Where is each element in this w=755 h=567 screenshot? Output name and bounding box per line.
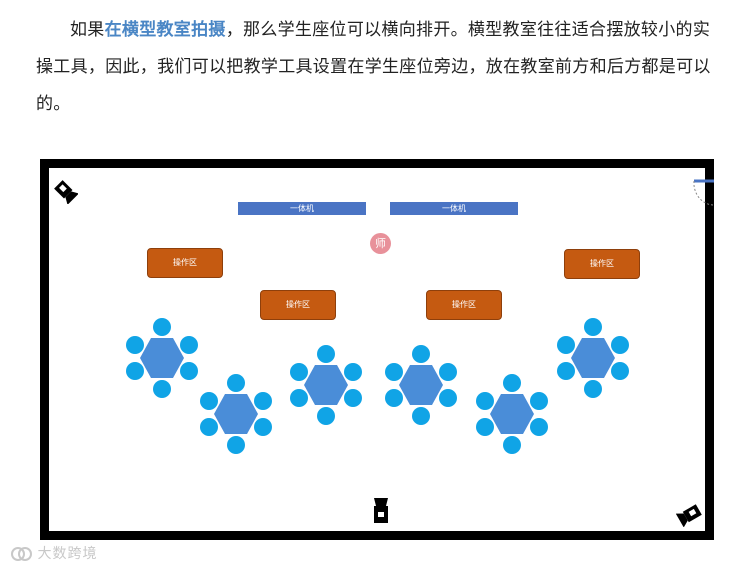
camera-icon	[54, 180, 78, 204]
student-seat	[584, 318, 602, 336]
student-seat	[385, 363, 403, 381]
student-seat	[476, 392, 494, 410]
student-seat	[611, 362, 629, 380]
hexagon-table	[304, 365, 348, 405]
student-group	[286, 345, 366, 425]
student-seat	[344, 389, 362, 407]
watermark-logo-icon	[11, 547, 32, 561]
student-seat	[439, 363, 457, 381]
student-seat	[530, 418, 548, 436]
student-seat	[611, 336, 629, 354]
student-seat	[530, 392, 548, 410]
student-seat	[126, 362, 144, 380]
student-group	[553, 318, 633, 398]
student-seat	[254, 392, 272, 410]
hexagon-table	[214, 394, 258, 434]
hexagon-table	[490, 394, 534, 434]
student-seat	[503, 436, 521, 454]
operation-zone-mid-left: 操作区	[260, 290, 336, 320]
camera-icon	[676, 504, 702, 527]
student-seat	[180, 362, 198, 380]
operation-zone-front-right: 操作区	[564, 249, 640, 279]
student-group	[196, 374, 276, 454]
hexagon-table	[571, 338, 615, 378]
paragraph-prefix: 如果	[70, 20, 105, 40]
student-group	[122, 318, 202, 398]
student-seat	[317, 407, 335, 425]
student-seat	[227, 374, 245, 392]
student-seat	[584, 380, 602, 398]
student-group	[381, 345, 461, 425]
student-seat	[290, 363, 308, 381]
student-seat	[385, 389, 403, 407]
teacher-marker: 师	[370, 233, 391, 254]
smart-board-left: 一体机	[238, 202, 366, 215]
paragraph-rest: ，那么学生座位可以横向排开。横型教室往往适合摆放较小的实操工具，因此，我们可以把…	[36, 20, 711, 114]
student-seat	[439, 389, 457, 407]
watermark-text: 大数跨境	[37, 546, 98, 562]
student-seat	[227, 436, 245, 454]
student-seat	[412, 407, 430, 425]
student-seat	[344, 363, 362, 381]
operation-zone-front-left: 操作区	[147, 248, 223, 278]
student-seat	[476, 418, 494, 436]
student-seat	[412, 345, 430, 363]
student-seat	[254, 418, 272, 436]
student-seat	[200, 418, 218, 436]
watermark: 大数跨境	[10, 543, 97, 563]
hexagon-table	[140, 338, 184, 378]
student-seat	[317, 345, 335, 363]
operation-zone-mid-right: 操作区	[426, 290, 502, 320]
hexagon-table	[399, 365, 443, 405]
student-group	[472, 374, 552, 454]
student-seat	[503, 374, 521, 392]
student-seat	[126, 336, 144, 354]
student-seat	[557, 336, 575, 354]
door-icon	[693, 179, 715, 206]
smart-board-right: 一体机	[390, 202, 518, 215]
student-seat	[153, 380, 171, 398]
student-seat	[290, 389, 308, 407]
paragraph-highlight: 在横型教室拍摄	[104, 20, 226, 40]
intro-paragraph: 如果在横型教室拍摄，那么学生座位可以横向排开。横型教室往往适合摆放较小的实操工具…	[36, 12, 726, 123]
student-seat	[153, 318, 171, 336]
student-seat	[200, 392, 218, 410]
student-seat	[180, 336, 198, 354]
camera-icon	[374, 498, 388, 523]
student-seat	[557, 362, 575, 380]
